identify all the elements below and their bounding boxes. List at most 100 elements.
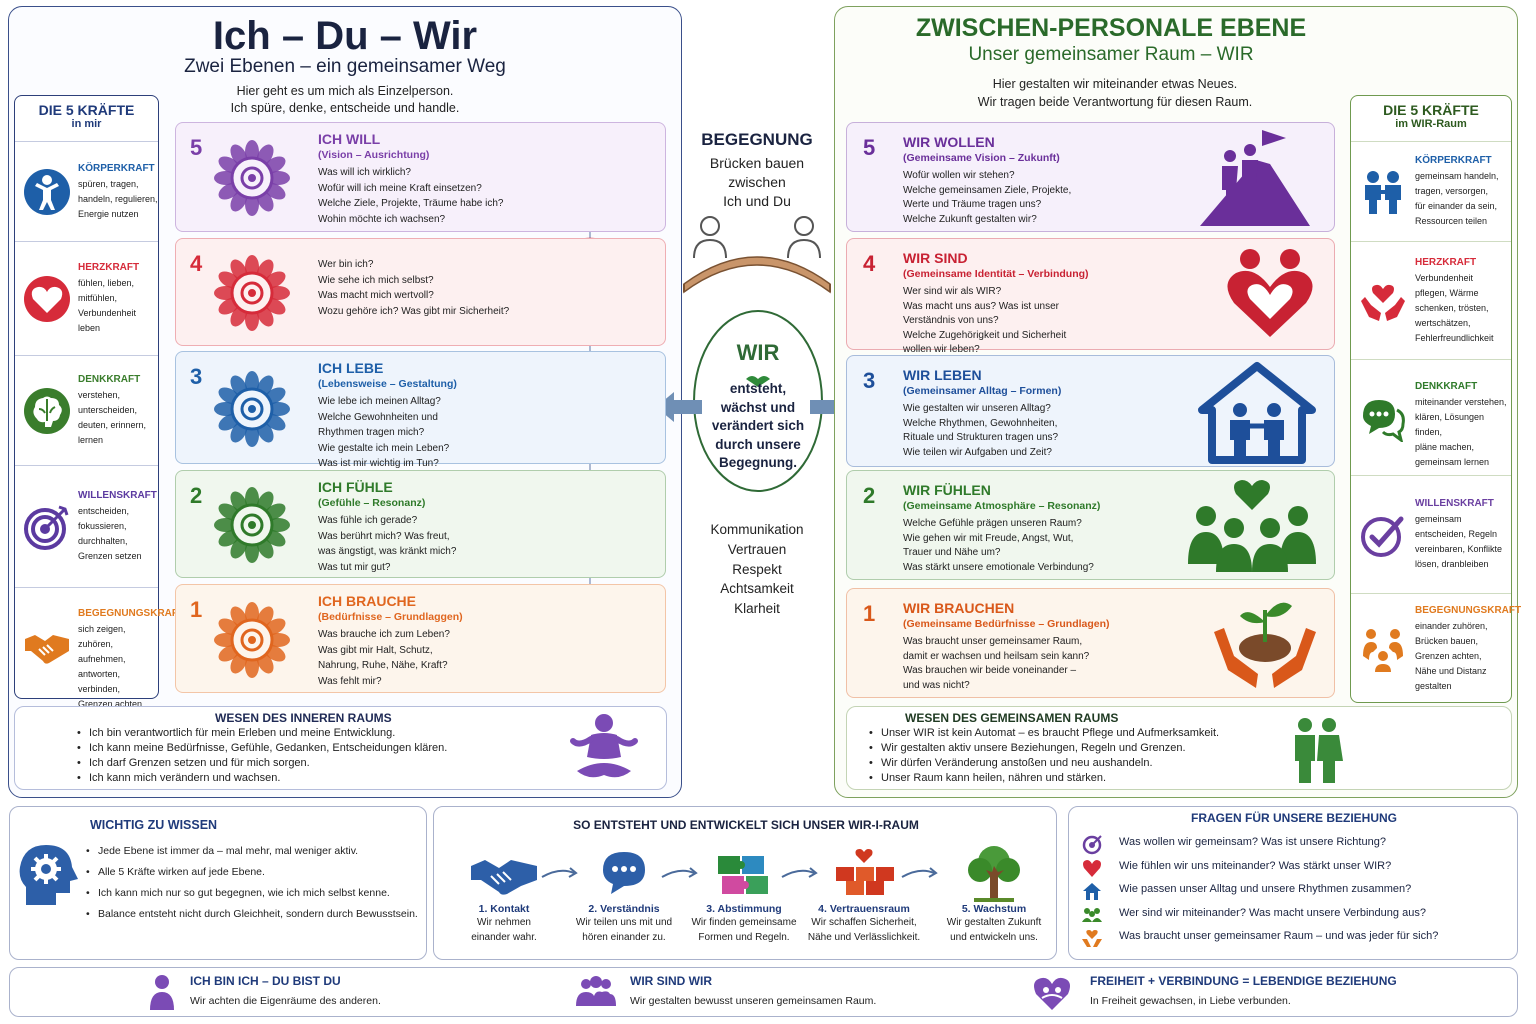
level-subtitle: (Gemeinsame Vision – Zukunft) (903, 152, 1060, 164)
question: Wie gestalte ich mein Leben? (318, 442, 450, 454)
value-item: Klarheit (734, 601, 780, 617)
essence-item: Ich bin verantwortlich für mein Erleben … (77, 726, 447, 741)
question: Was brauchen wir beide voneinander – (903, 665, 1077, 676)
force-description-line: fühlen, lieben, (78, 278, 135, 288)
force-description-line: vereinbaren, Konflikte (1415, 544, 1503, 554)
step-description: einander wahr. (471, 932, 537, 943)
question-text: Wie passen unser Alltag und unsere Rhyth… (1119, 883, 1412, 895)
question: Was braucht unser gemeinsamer Raum, (903, 636, 1083, 647)
relationship-question: Wie passen unser Alltag und unsere Rhyth… (1081, 880, 1511, 902)
level-number: 1 (190, 597, 203, 622)
chakra-mandala-icon (214, 602, 290, 683)
footer-title: ICH BIN ICH – DU BIST DU (190, 974, 341, 988)
head-gear-icon (19, 845, 78, 905)
question-text: Wie fühlen wir uns miteinander? Was stär… (1119, 859, 1392, 872)
step-title: 2. Verständnis (588, 903, 660, 915)
question: Wohin möchte ich wachsen? (318, 213, 446, 225)
force-description-line: leben (78, 323, 101, 333)
force-description-line: Verbundenheit (1415, 273, 1474, 283)
force-description-line: sich zeigen, (78, 624, 126, 634)
chakra-mandala-icon (214, 255, 290, 336)
force-description: verstehen,unterscheiden,deuten, erinnern… (78, 388, 158, 448)
question: was ängstigt, was kränkt mich? (318, 546, 457, 557)
essence-item: Unser WIR ist kein Automat – es braucht … (869, 726, 1219, 741)
mind-mandala-icon (214, 140, 290, 221)
force-description-line: klären, Lösungen finden, (1415, 412, 1485, 437)
right-subtitle: Unser gemeinsamer Raum – WIR (968, 44, 1254, 65)
level-questions: Wofür wollen wir stehen?Welche gemeinsam… (903, 169, 1071, 227)
people-icon (1081, 904, 1103, 926)
heart-group-icon (1032, 972, 1072, 1012)
footer-title: FREIHEIT + VERBINDUNG = LEBENDIGE BEZIEH… (1090, 974, 1397, 988)
level-number: 1 (863, 601, 876, 626)
question: Nahrung, Ruhe, Nähe, Kraft? (318, 660, 448, 671)
heart-hands-icon (1081, 927, 1103, 949)
step-description: Nähe und Verlässlichkeit. (807, 932, 921, 943)
relationship-question: Wie fühlen wir uns miteinander? Was stär… (1081, 857, 1511, 879)
encounter-line: zwischen (728, 174, 786, 190)
force-description-line: lernen (78, 435, 104, 445)
force-description-line: gemeinsam handeln, (1415, 171, 1499, 181)
heart-icon (1081, 857, 1103, 879)
chakra-mandala-icon (214, 487, 290, 568)
level-title: WIR SIND (903, 250, 968, 266)
level-questions: Wer sind wir als WIR?Was macht uns aus? … (903, 285, 1066, 358)
footer-text: In Freiheit gewachsen, in Liebe verbunde… (1090, 995, 1291, 1007)
seedling-hands-icon (1210, 592, 1320, 701)
process-arrow-icon (660, 863, 700, 888)
question: Was fehlt mir? (318, 675, 382, 687)
force-description-line: tragen, versorgen, (1415, 186, 1489, 196)
step-description: Wir nehmen (477, 917, 531, 928)
level-title: ICH WILL (318, 131, 381, 147)
question: wollen wir leben? (903, 344, 980, 355)
force-name: KÖRPERKRAFT (78, 163, 155, 174)
encounter-title: BEGEGNUNG (701, 130, 813, 149)
force-description-line: deuten, erinnern, (78, 420, 147, 430)
handshake-icon (23, 621, 71, 669)
level-questions: Was fühle ich gerade?Was berührt mich? W… (318, 513, 456, 575)
level-questions: Wer bin ich?Wie sehe ich mich selbst?Was… (318, 257, 509, 319)
level-questions: Was will ich wirklich?Wofür will ich mei… (318, 165, 503, 227)
left-sidebar-title: DIE 5 KRÄFTE (38, 102, 135, 118)
right-sidebar-title: DIE 5 KRÄFTE (1383, 102, 1479, 118)
questions-box: FRAGEN FÜR UNSERE BEZIEHUNG Was wollen w… (1068, 806, 1518, 960)
force-description-line: fokussieren, (78, 521, 127, 531)
important-item: Jede Ebene ist immer da – mal mehr, mal … (86, 841, 418, 862)
force-description-line: Grenzen setzen (78, 551, 142, 561)
important-box: WICHTIG ZU WISSEN Jede Ebene ist immer d… (9, 806, 427, 960)
arrow-left-icon (656, 392, 702, 422)
question: Rhythmen tragen mich? (318, 427, 425, 438)
left-intro-1: Hier geht es um mich als Einzelperson. (236, 84, 454, 98)
question: Welche Rhythmen, Gewohnheiten, (903, 417, 1058, 429)
question: Wer bin ich? (318, 259, 374, 270)
level-number: 3 (190, 364, 203, 389)
level-title: WIR WOLLEN (903, 134, 995, 150)
question: damit er wachsen und heilsam sein kann? (903, 650, 1090, 662)
step-title: 4. Vertrauensraum (818, 903, 910, 915)
question-text: Was braucht unser gemeinsamer Raum – und… (1119, 930, 1439, 942)
force-description-line: entscheiden, Regeln (1415, 529, 1498, 539)
left-subtitle: Zwei Ebenen – ein gemeinsamer Weg (184, 56, 506, 77)
question: Trauer und Nähe um? (903, 547, 1001, 558)
question: Was will ich wirklich? (318, 167, 411, 178)
important-list: Jede Ebene ist immer da – mal mehr, mal … (86, 841, 418, 925)
level-title: WIR FÜHLEN (903, 482, 991, 498)
question: Wozu gehöre ich? Was gibt mir Sicherheit… (318, 305, 510, 317)
left-essence-title: WESEN DES INNEREN RAUMS (215, 711, 392, 725)
question: Was berührt mich? Was freut, (318, 530, 450, 542)
person-icon (23, 168, 71, 216)
important-item: Ich kann mich nur so gut begegnen, wie i… (86, 883, 418, 904)
step-description: Wir finden gemeinsame (691, 917, 797, 928)
check-circle-icon (1359, 511, 1407, 559)
